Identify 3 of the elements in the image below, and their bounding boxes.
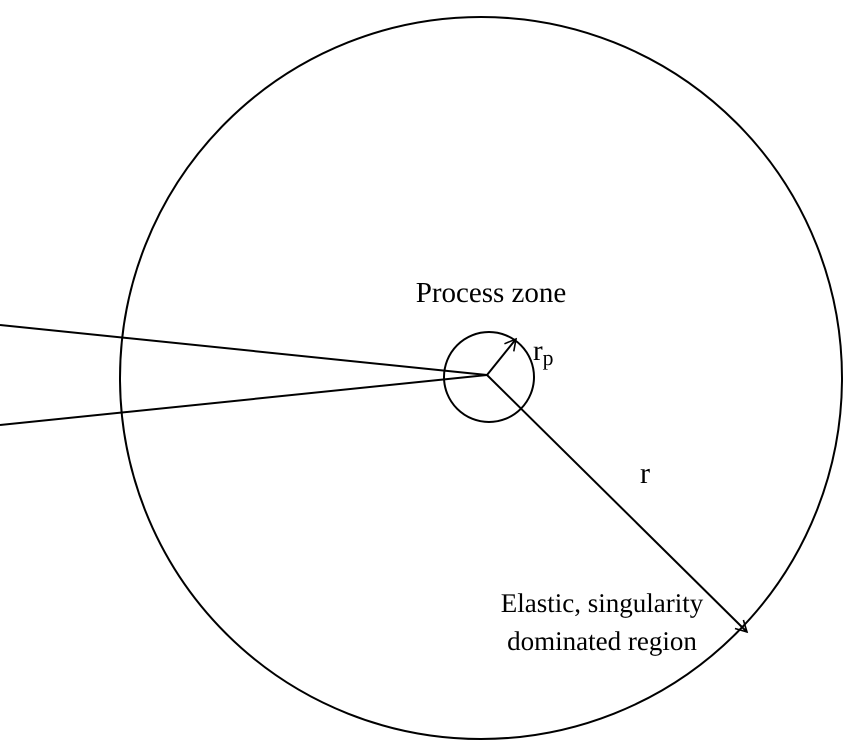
zone-label: Process zone <box>414 276 568 311</box>
region-label: Elastic, singularity dominated region <box>500 587 704 658</box>
dimension-label: r <box>640 458 650 490</box>
